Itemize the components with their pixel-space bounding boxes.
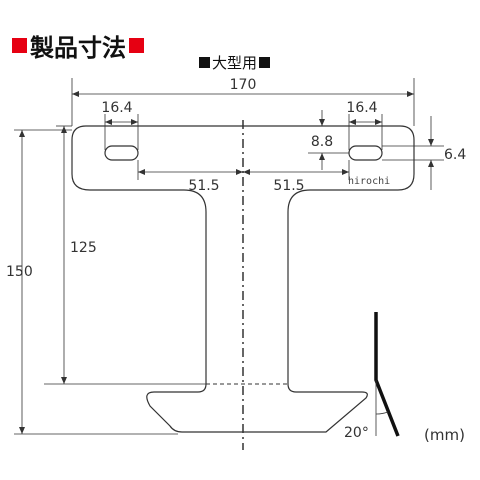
neck-height-label: 125 — [70, 240, 97, 256]
width-170-label: 170 — [230, 77, 257, 93]
left-slot — [104, 145, 139, 161]
right-slot — [348, 145, 383, 161]
red-square-icon — [12, 37, 27, 53]
right-center-distance-label: 51.5 — [273, 178, 304, 194]
side-profile — [374, 312, 400, 437]
left-slot-width-label: 16.4 — [101, 100, 132, 116]
black-square-icon — [259, 57, 271, 68]
black-square-icon — [199, 57, 210, 68]
unit-label: (mm) — [424, 426, 465, 444]
left-center-distance-label: 51.5 — [188, 178, 219, 194]
size-label: 大型用 — [199, 52, 271, 73]
red-square-icon — [129, 37, 144, 53]
slot-height-label: 6.4 — [444, 147, 466, 163]
size-label-text: 大型用 — [212, 54, 258, 72]
bend-angle-label: 20° — [344, 425, 369, 441]
slot-offset-label: 8.8 — [311, 134, 333, 150]
plate-outline — [71, 125, 415, 433]
heading-text: 製品寸法 — [30, 33, 126, 62]
right-slot-width-label: 16.4 — [346, 100, 377, 116]
product-dimensions-heading: 製品寸法 — [12, 30, 144, 62]
total-height-label: 150 — [6, 264, 33, 280]
brand-text: hirochi — [348, 176, 390, 187]
bend-angle-arc — [375, 411, 389, 415]
